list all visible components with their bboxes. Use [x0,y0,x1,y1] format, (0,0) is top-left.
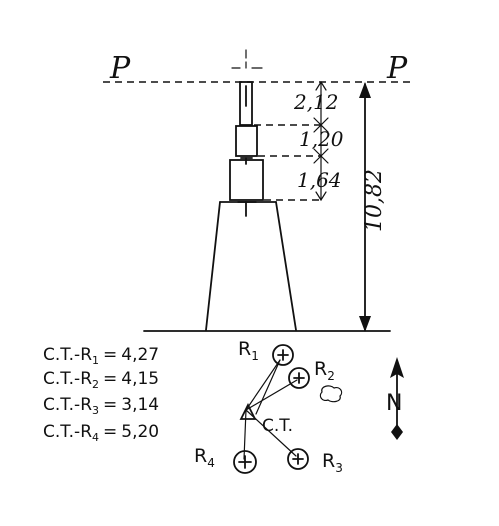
rod-label-r4: R4 [194,445,215,470]
svg-text:C.T.-R2=4,15: C.T.-R2=4,15 [43,369,159,391]
rod-r4 [233,450,257,474]
plane-label-left: P [109,51,131,86]
distance-row: C.T.-R3=3,14 [43,395,159,417]
rod-r3 [287,448,309,470]
svg-text:C.T.-R1=4,27: C.T.-R1=4,27 [43,345,159,367]
rod-r2 [288,367,310,389]
dimension-segment-1: 2,12 [293,90,339,114]
scribble-mark [319,385,343,403]
distance-row: C.T.-R1=4,27 [43,345,159,367]
distance-row: C.T.-R4=5,20 [43,422,159,444]
total-dimension-line [359,82,371,332]
dimension-total: 10,82 [362,169,387,232]
rod-r1 [272,344,294,366]
rod-label-r2: R2 [314,358,335,383]
svg-text:C.T.-R3=3,14: C.T.-R3=3,14 [43,395,159,417]
north-arrow-icon [390,357,404,440]
ct-label: C.T. [262,416,293,436]
dimension-extensions [254,124,322,201]
svg-text:C.T.-R4=5,20: C.T.-R4=5,20 [43,422,159,444]
distance-table: C.T.-R1=4,27 C.T.-R2=4,15 C.T.-R3=3,14 C… [43,345,159,444]
segment-dimension-line [313,80,329,202]
tip-crosshair [231,49,263,69]
dimension-segment-2: 1,20 [299,127,344,151]
mast [205,81,297,331]
rod-label-r1: R1 [238,338,259,363]
ct-triangle-icon [239,402,257,420]
site-plan: C.T. R1 R2 R3 [194,338,343,475]
dimension-segment-3: 1,64 [297,168,342,192]
north-label: N [386,391,402,416]
plane-label-right: P [386,51,408,86]
distance-row: C.T.-R2=4,15 [43,369,159,391]
rod-label-r3: R3 [322,450,343,475]
